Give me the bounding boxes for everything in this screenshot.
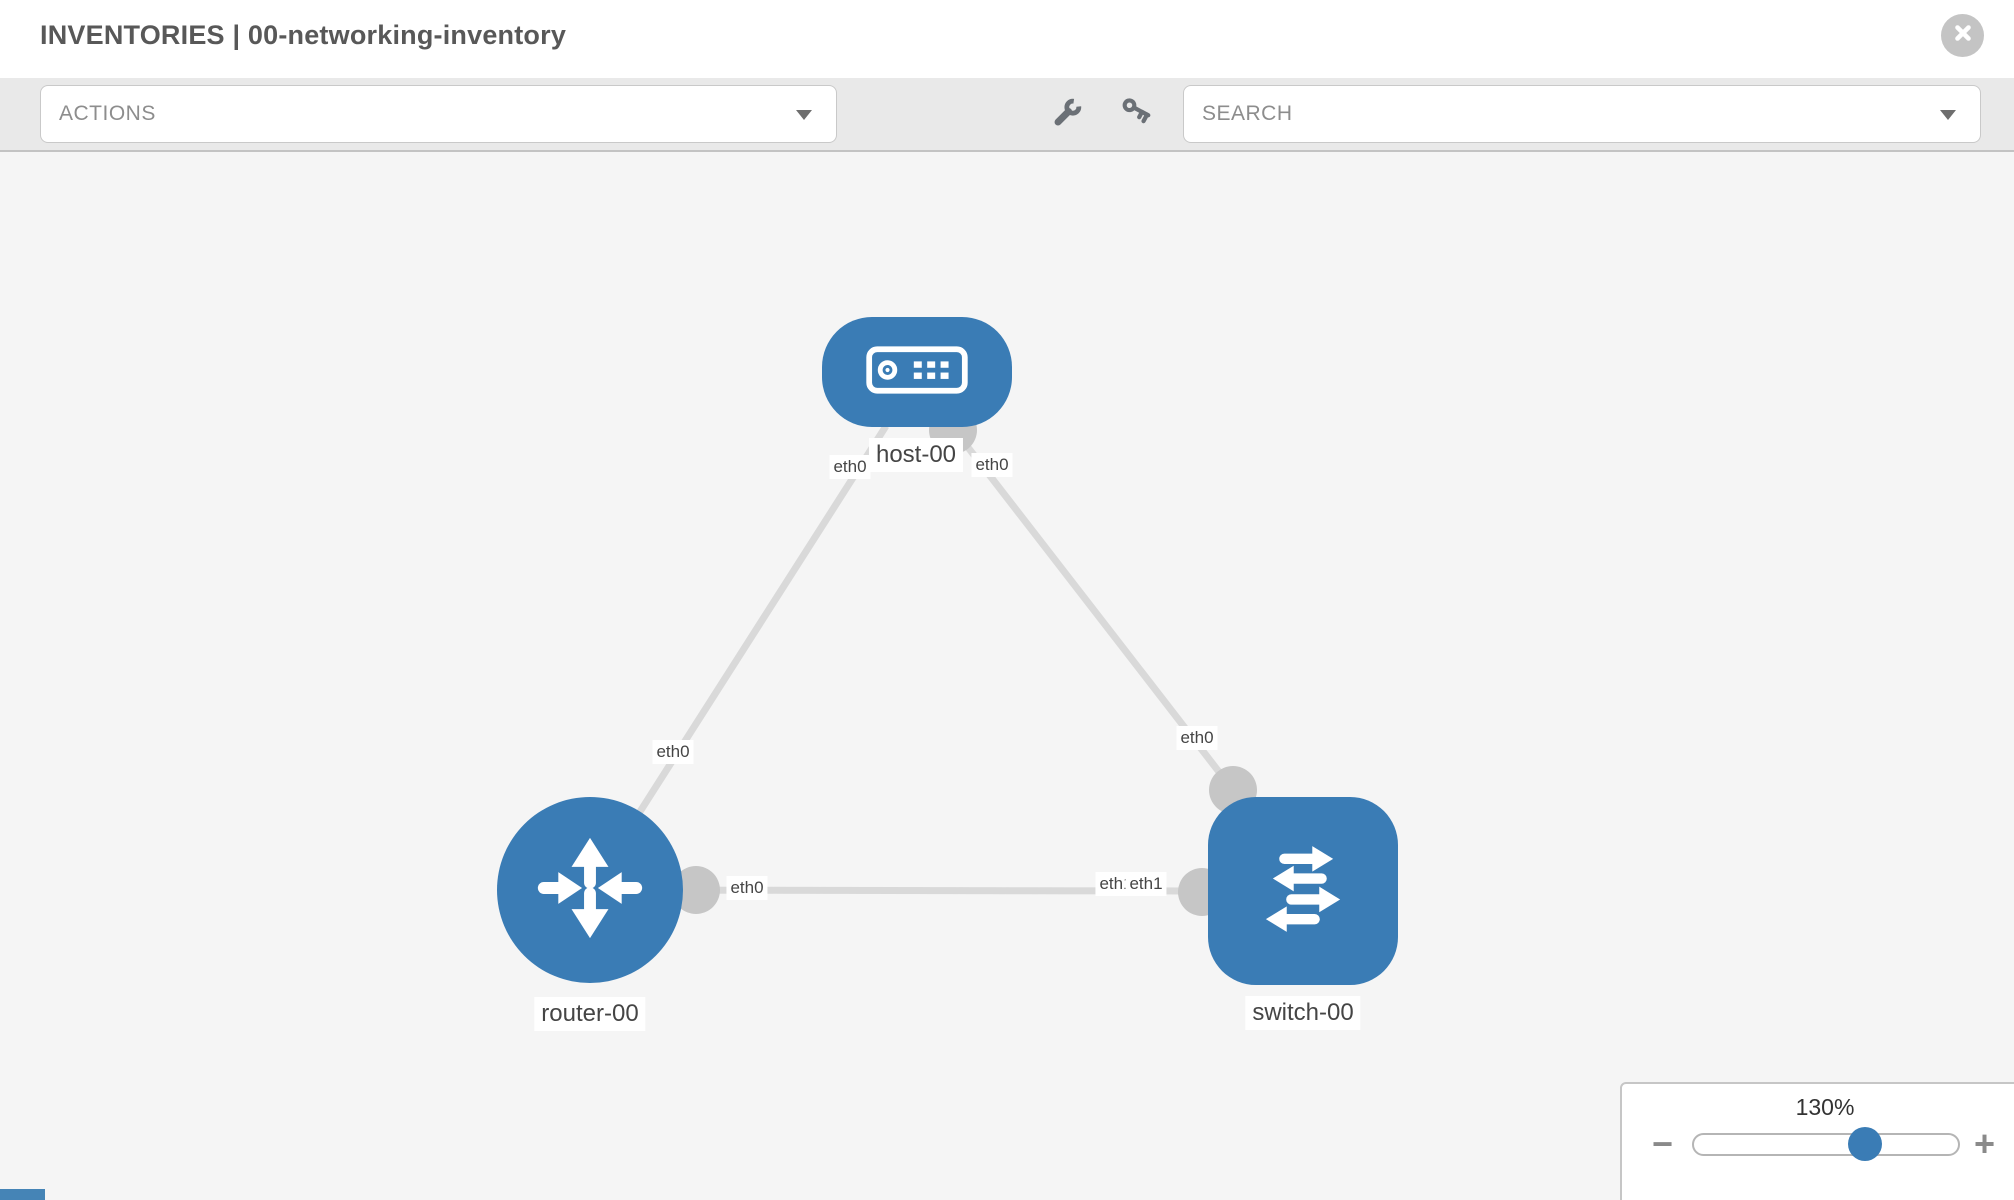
close-button[interactable]	[1941, 14, 1984, 57]
node-label-switch: switch-00	[1245, 996, 1361, 1030]
actions-dropdown-label: ACTIONS	[59, 102, 156, 125]
node-switch-00[interactable]	[1208, 797, 1398, 985]
interface-label: eth0	[726, 876, 768, 900]
actions-dropdown[interactable]: ACTIONS	[40, 85, 837, 143]
node-router-00[interactable]	[497, 797, 683, 983]
header: INVENTORIES | 00-networking-inventory	[0, 0, 2014, 78]
toolbar: ACTIONS	[0, 78, 2014, 152]
interface-label: eth0	[971, 453, 1013, 477]
credentials-button[interactable]	[1113, 93, 1157, 137]
close-icon	[1953, 23, 1973, 48]
topology-canvas[interactable]: host-00 router-00 switch-00 eth0 eth0 et…	[0, 152, 2014, 1200]
partial-element-fragment	[0, 1189, 45, 1200]
zoom-control-panel: 130% − +	[1620, 1082, 2014, 1200]
key-icon	[1118, 96, 1152, 135]
wrench-icon	[1049, 95, 1085, 136]
configure-button[interactable]	[1045, 93, 1089, 137]
host-icon	[866, 345, 968, 399]
caret-down-icon	[796, 110, 812, 120]
search-dropdown[interactable]: SEARCH	[1183, 85, 1981, 143]
zoom-in-button[interactable]: +	[1974, 1123, 1996, 1164]
zoom-slider-thumb[interactable]	[1848, 1127, 1882, 1161]
node-host-00[interactable]	[822, 317, 1012, 427]
router-icon	[524, 822, 656, 959]
zoom-slider[interactable]	[1692, 1133, 1960, 1156]
interface-label: eth0	[652, 740, 694, 764]
interface-label: eth0	[829, 455, 871, 479]
interface-label: eth1	[1125, 872, 1167, 896]
search-dropdown-label: SEARCH	[1202, 102, 1293, 125]
node-label-host: host-00	[868, 438, 964, 472]
node-label-router: router-00	[534, 997, 646, 1031]
page-title: INVENTORIES | 00-networking-inventory	[40, 20, 567, 50]
zoom-level-label: 130%	[1795, 1094, 1855, 1120]
link-lines	[587, 424, 1236, 895]
zoom-out-button[interactable]: −	[1652, 1123, 1674, 1164]
switch-icon	[1245, 831, 1361, 952]
caret-down-icon	[1940, 110, 1956, 120]
interface-label: eth0	[1176, 726, 1218, 750]
